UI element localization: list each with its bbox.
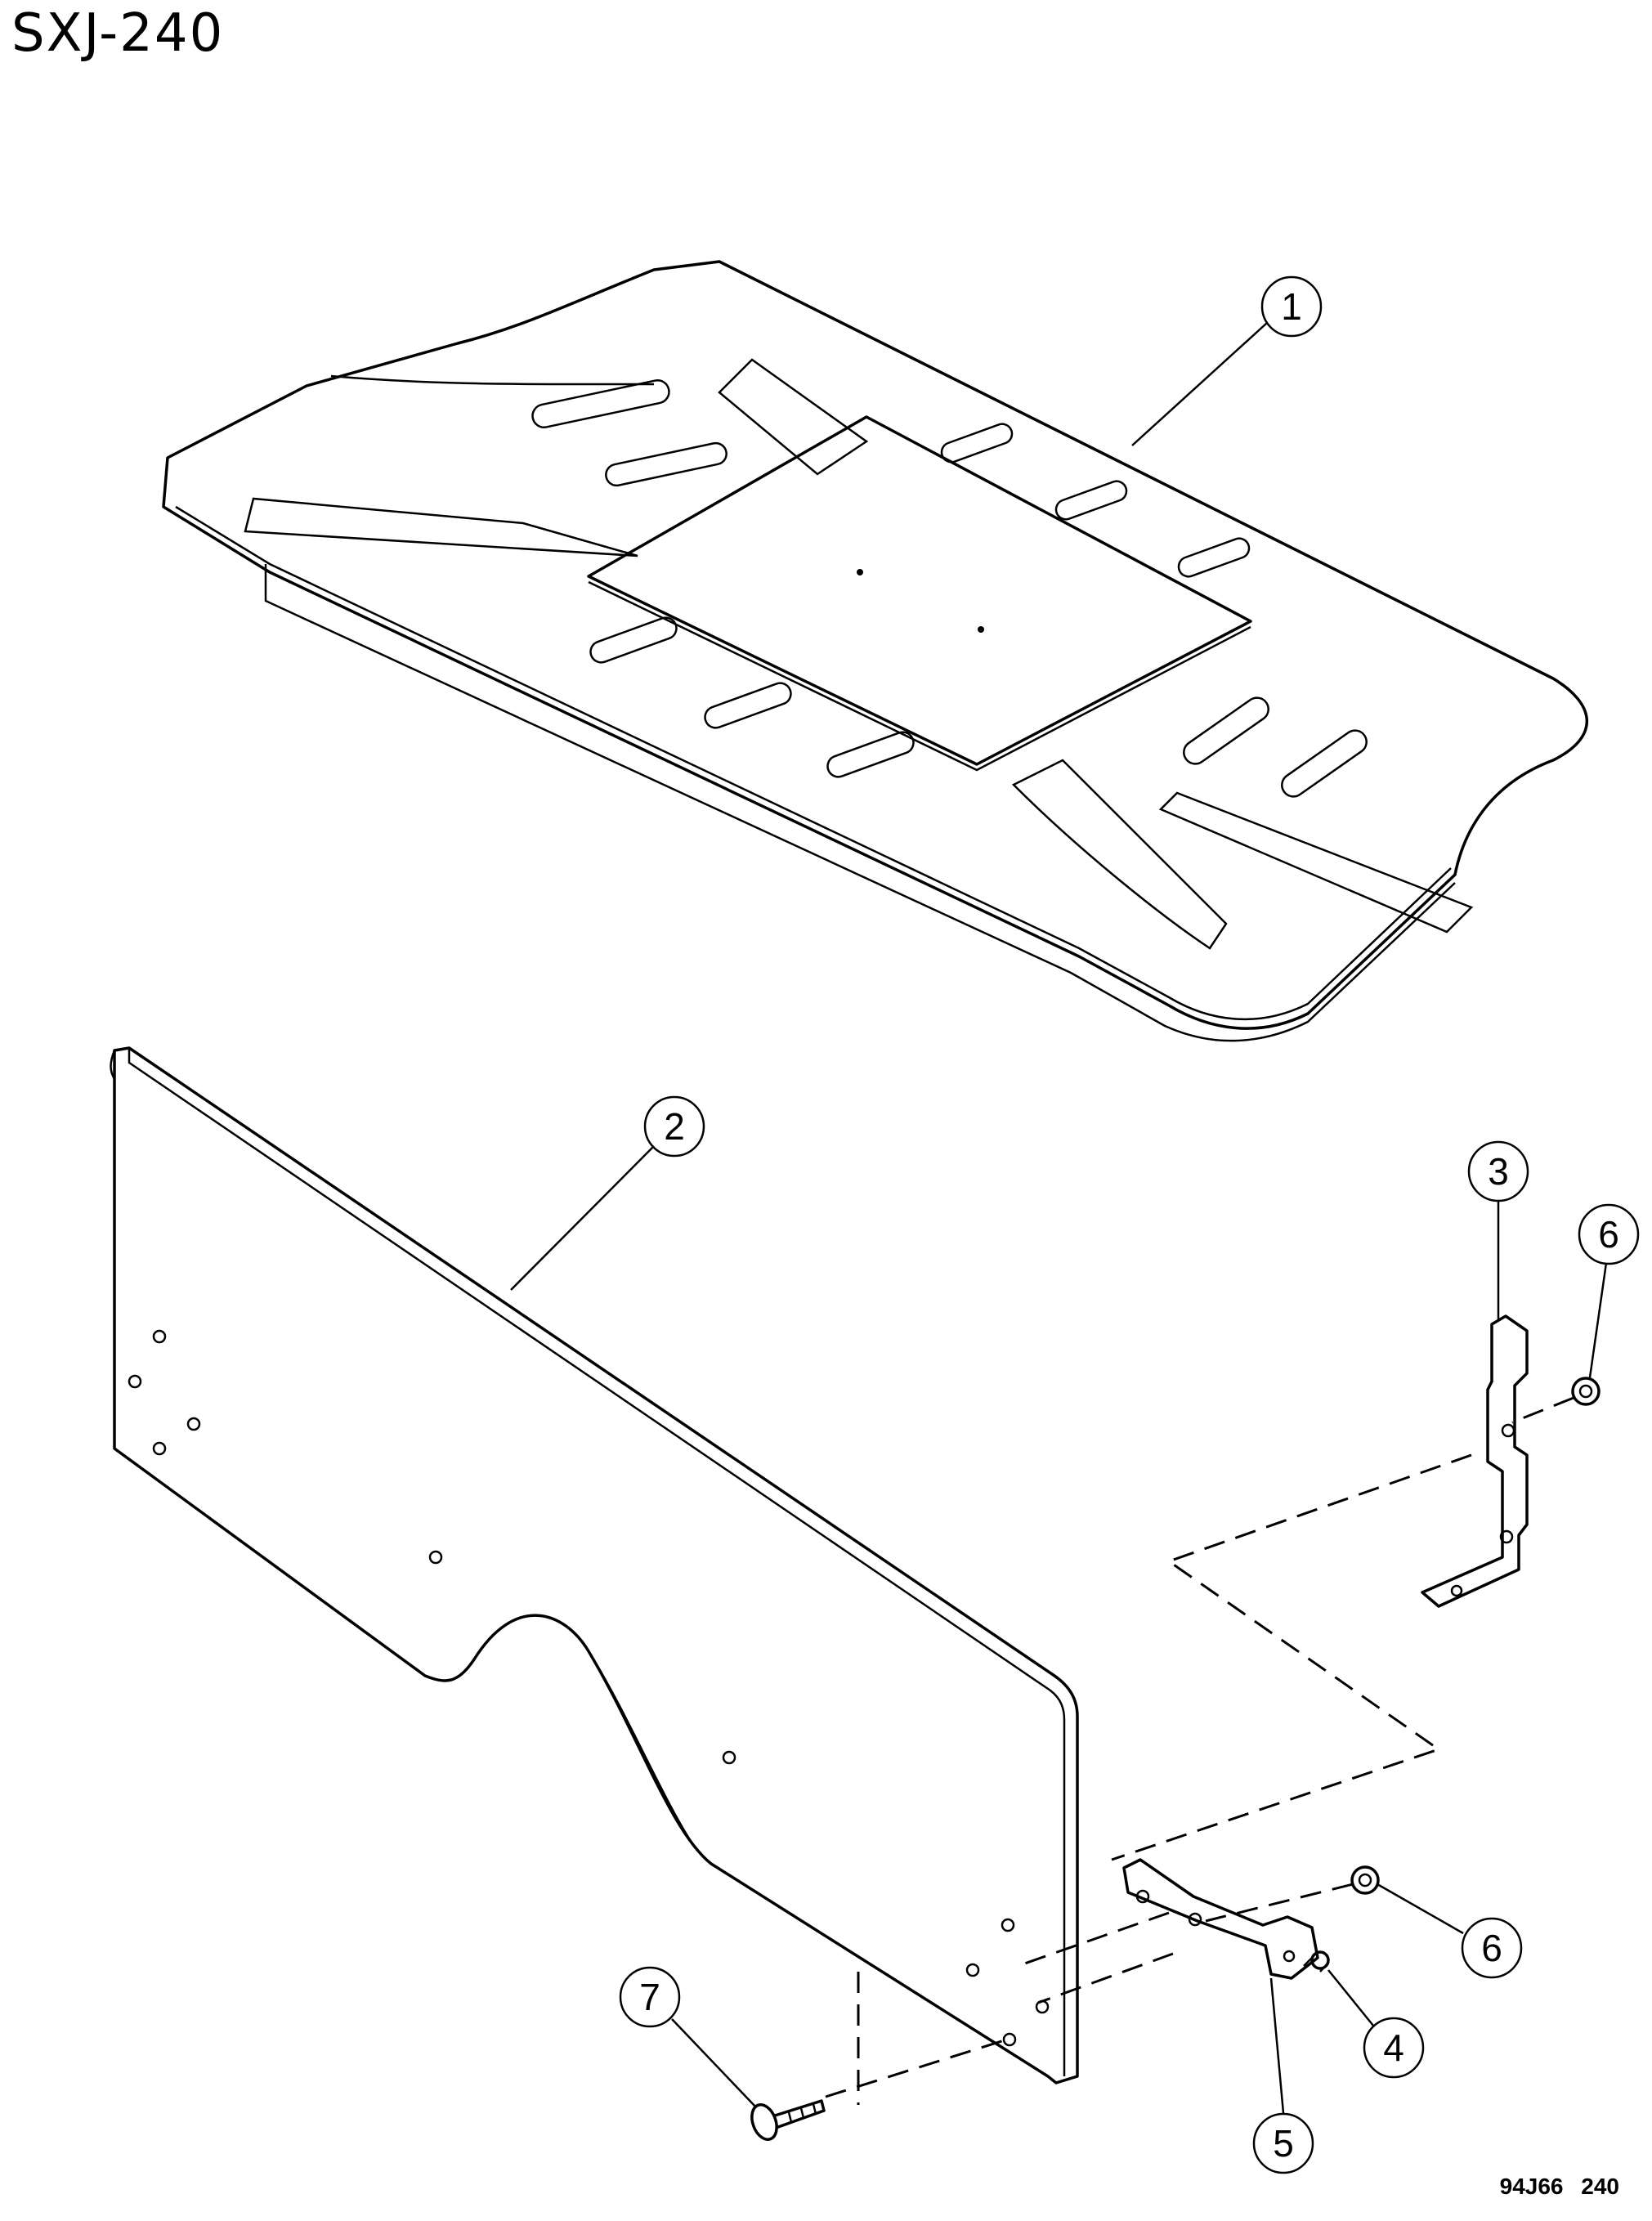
tray-slots bbox=[531, 378, 1368, 798]
svg-text:6: 6 bbox=[1598, 1213, 1619, 1256]
stud bbox=[1303, 1950, 1330, 1972]
svg-text:6: 6 bbox=[1481, 1927, 1502, 1969]
svg-text:4: 4 bbox=[1383, 2026, 1404, 2069]
callout-2: 2 bbox=[510, 1095, 705, 1291]
callout-6-lower: 6 bbox=[1377, 1883, 1523, 1979]
svg-text:1: 1 bbox=[1281, 285, 1302, 328]
nut-upper bbox=[1571, 1377, 1601, 1406]
svg-text:3: 3 bbox=[1488, 1150, 1509, 1193]
svg-text:2: 2 bbox=[664, 1105, 685, 1148]
callout-3: 3 bbox=[1467, 1140, 1529, 1320]
panel-holes bbox=[128, 1329, 1050, 2047]
diagram-id: SXJ-240 bbox=[11, 3, 225, 64]
callout-7: 7 bbox=[619, 1966, 757, 2108]
nut-lower bbox=[1350, 1865, 1380, 1895]
callout-4: 4 bbox=[1327, 1969, 1425, 2079]
side-panel bbox=[110, 1046, 1079, 2084]
mounting-plate bbox=[587, 415, 1252, 766]
cargo-tray bbox=[162, 260, 1589, 1042]
callout-5: 5 bbox=[1252, 1977, 1314, 2174]
callout-6-upper: 6 bbox=[1578, 1203, 1640, 1378]
callout-1: 1 bbox=[1131, 275, 1323, 446]
lower-bracket bbox=[1122, 1858, 1319, 1980]
svg-text:5: 5 bbox=[1273, 2122, 1294, 2165]
upper-bracket bbox=[1421, 1314, 1529, 1608]
document-code: 94J66 240 bbox=[1499, 2174, 1619, 2199]
svg-text:7: 7 bbox=[639, 1976, 660, 2018]
assembly-lines bbox=[825, 1396, 1574, 2105]
screw bbox=[750, 2099, 826, 2141]
